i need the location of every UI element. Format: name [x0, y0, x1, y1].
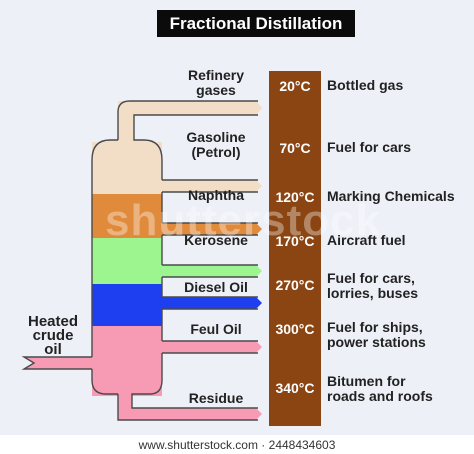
page-title: Fractional Distillation — [157, 10, 355, 37]
arrow-gasoline — [256, 180, 262, 192]
fraction-label-fuel-oil: Feul Oil — [190, 321, 242, 337]
fraction-label-refinery-gases: Refinery gases — [187, 67, 245, 98]
temp-fuel-oil: 300°C — [275, 321, 315, 337]
inlet-pipe — [24, 357, 92, 369]
use-kerosene: Aircraft fuel — [327, 232, 406, 248]
band-naphtha — [92, 194, 162, 238]
arrow-kerosene — [256, 265, 262, 277]
fraction-label-kerosene: Kerosene — [184, 232, 248, 248]
fraction-label-gasoline: Gasoline (Petrol) — [186, 129, 246, 160]
use-naphtha: Marking Chemicals — [327, 188, 455, 204]
use-fuel-oil: Fuel for ships, power stations — [327, 319, 426, 350]
arrow-naphtha — [256, 223, 262, 235]
pipe-diesel — [162, 297, 256, 309]
pipe-residue — [118, 394, 256, 420]
temp-kerosene: 170°C — [275, 233, 315, 249]
arrow-refinery — [256, 101, 262, 115]
pipe-kerosene — [162, 265, 256, 277]
column-outline — [21, 100, 258, 421]
pipe-fuel-oil — [162, 341, 256, 353]
band-diesel — [92, 284, 162, 326]
pipe-gasoline — [162, 180, 256, 192]
band-kerosene — [92, 238, 162, 284]
fraction-label-naphtha: Naphtha — [188, 187, 244, 203]
temp-diesel: 270°C — [275, 277, 315, 293]
fraction-label-diesel: Diesel Oil — [184, 279, 248, 295]
temp-refinery-gases: 20°C — [279, 78, 311, 94]
temp-residue: 340°C — [275, 380, 315, 396]
pipe-naphtha — [162, 223, 256, 235]
fraction-label-residue: Residue — [188, 390, 244, 406]
temp-naphtha: 120°C — [275, 189, 315, 205]
input-label-crude-oil: Heated crude oil — [27, 313, 79, 358]
use-refinery-gases: Bottled gas — [327, 77, 404, 93]
band-fuel-oil — [92, 326, 162, 396]
watermark: shutterstock — [105, 196, 382, 245]
column-cap — [92, 140, 162, 160]
use-gasoline: Fuel for cars — [327, 139, 412, 155]
arrow-diesel — [256, 297, 262, 309]
temp-gasoline: 70°C — [279, 140, 311, 156]
temperature-scale — [269, 71, 321, 426]
arrow-residue — [256, 408, 262, 420]
footer-credit: www.shutterstock.com · 2448434603 — [0, 435, 474, 454]
use-residue: Bitumen for roads and roofs — [327, 373, 433, 404]
arrow-fuel-oil — [256, 341, 262, 353]
vapor-stack-top — [118, 101, 258, 143]
use-diesel: Fuel for cars, lorries, buses — [327, 270, 419, 301]
